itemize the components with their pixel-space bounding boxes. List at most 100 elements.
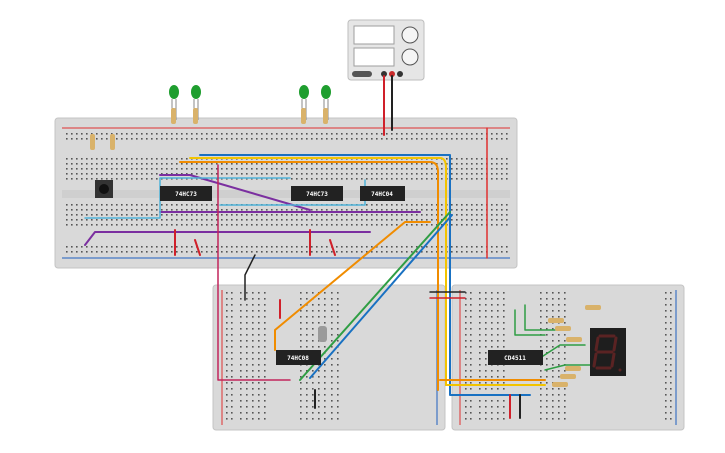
- hole: [240, 334, 242, 336]
- resistor-seg-2[interactable]: [548, 318, 564, 323]
- hole: [271, 133, 273, 135]
- wire-red-4[interactable]: [194, 239, 201, 256]
- hole: [81, 163, 83, 165]
- hole: [251, 168, 253, 170]
- hole: [116, 158, 118, 160]
- resistor-left-1[interactable]: [90, 134, 95, 150]
- push-button[interactable]: [95, 180, 113, 198]
- hole: [470, 364, 472, 366]
- resistor-led-3[interactable]: [301, 108, 306, 124]
- hole: [496, 158, 498, 160]
- hole: [258, 376, 260, 378]
- power-supply[interactable]: [347, 19, 425, 81]
- wire-blue-2[interactable]: [309, 214, 453, 379]
- chip-u3[interactable]: 74HC04: [360, 186, 405, 201]
- hole: [66, 219, 68, 221]
- hole: [246, 406, 248, 408]
- resistor-led-4[interactable]: [323, 108, 328, 124]
- chip-u1[interactable]: 74HC73: [160, 186, 212, 201]
- supply-switch[interactable]: [352, 71, 372, 77]
- hole: [226, 168, 228, 170]
- seven-segment-display[interactable]: [590, 328, 626, 376]
- hole: [86, 214, 88, 216]
- hole: [96, 138, 98, 140]
- wire-black-1[interactable]: [244, 254, 256, 301]
- hole: [311, 138, 313, 140]
- supply-display-top: [353, 25, 395, 45]
- hole: [564, 298, 566, 300]
- hole: [171, 209, 173, 211]
- resistor-seg-6[interactable]: [552, 382, 568, 387]
- hole: [336, 214, 338, 216]
- wire-magenta-1[interactable]: [217, 164, 291, 381]
- wire-green-2[interactable]: [514, 309, 546, 336]
- hole: [456, 251, 458, 253]
- hole: [166, 163, 168, 165]
- hole: [241, 133, 243, 135]
- hole: [271, 209, 273, 211]
- resistor-seg-7[interactable]: [565, 366, 581, 371]
- hole: [406, 246, 408, 248]
- hole: [306, 340, 308, 342]
- hole: [431, 138, 433, 140]
- hole: [71, 219, 73, 221]
- hole: [91, 214, 93, 216]
- supply-knob-bottom[interactable]: [401, 48, 419, 66]
- hole: [246, 334, 248, 336]
- hole: [336, 209, 338, 211]
- hole: [251, 224, 253, 226]
- resistor-left-2[interactable]: [110, 134, 115, 150]
- hole: [371, 178, 373, 180]
- chip-u5[interactable]: CD4511: [488, 350, 543, 365]
- supply-knob-top[interactable]: [401, 26, 419, 44]
- wire-yellow-1[interactable]: [189, 157, 447, 386]
- hole: [271, 163, 273, 165]
- center-channel: [62, 190, 510, 198]
- hole: [136, 173, 138, 175]
- hole: [411, 168, 413, 170]
- hole: [96, 204, 98, 206]
- hole: [324, 304, 326, 306]
- hole: [66, 133, 68, 135]
- hole: [121, 224, 123, 226]
- wire-orange-1[interactable]: [179, 161, 439, 391]
- hole: [241, 224, 243, 226]
- resistor-seg-3[interactable]: [555, 326, 571, 331]
- hole: [141, 251, 143, 253]
- hole: [476, 246, 478, 248]
- wire-blue-1[interactable]: [199, 154, 531, 396]
- hole: [470, 370, 472, 372]
- hole: [246, 388, 248, 390]
- hole: [466, 158, 468, 160]
- capacitor[interactable]: [318, 326, 327, 342]
- wire-green-4[interactable]: [539, 344, 586, 359]
- hole: [231, 334, 233, 336]
- hole: [252, 418, 254, 420]
- hole: [246, 163, 248, 165]
- chip-u4[interactable]: 74HC08: [276, 350, 321, 365]
- resistor-led-2[interactable]: [193, 108, 198, 124]
- resistor-seg-4[interactable]: [566, 337, 582, 342]
- segments: [592, 334, 618, 370]
- hole: [66, 209, 68, 211]
- wire-red-6[interactable]: [329, 239, 336, 256]
- hole: [496, 209, 498, 211]
- hole: [216, 173, 218, 175]
- wire-orange-2[interactable]: [274, 221, 431, 351]
- resistor-seg-1[interactable]: [585, 305, 601, 310]
- wire-green-5[interactable]: [544, 364, 601, 371]
- wire-green-3[interactable]: [524, 304, 556, 331]
- resistor-led-1[interactable]: [171, 108, 176, 124]
- resistor-seg-5[interactable]: [560, 374, 576, 379]
- hole: [346, 214, 348, 216]
- hole: [166, 158, 168, 160]
- hole: [181, 251, 183, 253]
- hole: [264, 412, 266, 414]
- wire-purple-1[interactable]: [159, 174, 311, 211]
- wire-green-1[interactable]: [299, 211, 451, 381]
- chip-u2[interactable]: 74HC73: [291, 186, 343, 201]
- hole: [665, 406, 667, 408]
- wire-purple-2[interactable]: [84, 231, 371, 246]
- hole-rows-left: [226, 292, 339, 420]
